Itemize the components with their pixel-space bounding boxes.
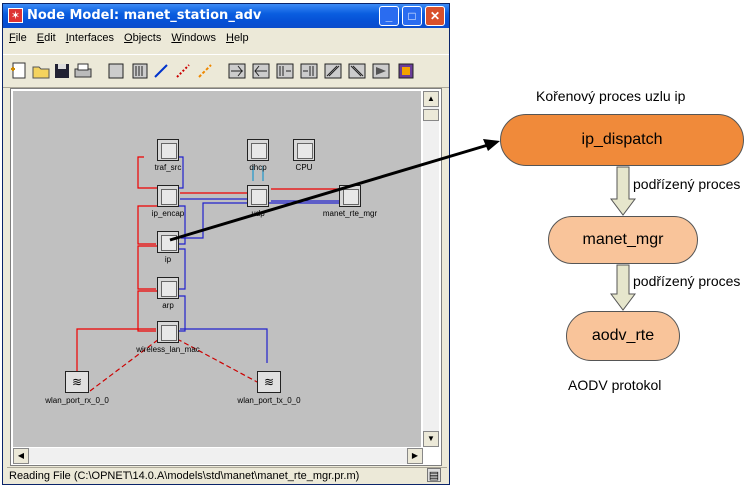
toolbar-icons — [11, 62, 414, 79]
node-model-window: ✶ Node Model: manet_station_adv _ □ ✕ Fi… — [2, 3, 450, 485]
label-wlan-port-rx: wlan_port_rx_0_0 — [45, 396, 109, 405]
window-title: Node Model: manet_station_adv — [27, 8, 262, 23]
scroll-down-arrow-icon[interactable]: ▼ — [423, 431, 439, 447]
menu-interfaces[interactable]: Interfaces — [65, 32, 115, 44]
label-arp: arp — [162, 301, 174, 310]
menu-edit[interactable]: Edit — [36, 32, 56, 44]
horizontal-scrollbar[interactable]: ◀ ▶ — [13, 448, 423, 464]
save-icon — [55, 64, 69, 78]
node-ip-dispatch-label: ip_dispatch — [581, 131, 663, 148]
node-aodv-rte: aodv_rte — [566, 311, 680, 361]
open-icon — [32, 66, 50, 79]
pointer-arrow — [169, 143, 489, 242]
label-traf-src: traf_src — [154, 163, 182, 172]
node-manet-mgr: manet_mgr — [548, 216, 698, 264]
module-ip-encap[interactable] — [157, 185, 179, 207]
module-dhcp[interactable] — [247, 139, 269, 161]
label-wlan-port-tx: wlan_port_tx_0_0 — [237, 396, 301, 405]
node-manet-mgr-label: manet_mgr — [582, 231, 664, 248]
status-log-icon[interactable]: ▤ — [427, 468, 441, 482]
receiver-icon — [252, 63, 270, 79]
module-wireless-lan-mac[interactable] — [157, 321, 179, 343]
label-ip-encap: ip_encap — [151, 209, 185, 218]
label-manet-rte-mgr: manet_rte_mgr — [322, 209, 378, 218]
label-dhcp: dhcp — [249, 163, 267, 172]
receiver-2-icon — [300, 63, 318, 79]
down-arrow-1 — [610, 166, 636, 216]
radio-rx-icon — [348, 63, 366, 79]
menu-bar: File Edit Interfaces Objects Windows Help — [3, 29, 449, 49]
module-traf-src[interactable] — [157, 139, 179, 161]
menu-help[interactable]: Help — [225, 32, 249, 44]
stream-icon — [154, 64, 168, 78]
vertical-scroll-thumb[interactable] — [423, 109, 439, 121]
opnet-app-icon: ✶ — [8, 8, 23, 23]
port-rx-antenna-icon[interactable]: ≋ — [65, 371, 89, 393]
down-arrow-2 — [610, 264, 636, 311]
logical-icon — [198, 64, 212, 78]
statwire-icon — [176, 64, 190, 78]
minimize-button[interactable]: _ — [379, 6, 399, 26]
node-ip-dispatch: ip_dispatch — [500, 114, 744, 166]
antenna-icon — [372, 63, 390, 79]
module-udp[interactable] — [247, 185, 269, 207]
radio-tx-icon — [324, 63, 342, 79]
title-bar[interactable]: ✶ Node Model: manet_station_adv _ □ ✕ — [3, 4, 449, 28]
edge-label-2: podřízený proces — [633, 273, 741, 289]
print-icon — [74, 63, 92, 78]
module-cpu[interactable] — [293, 139, 315, 161]
node-editor-canvas[interactable]: traf_src ip_encap ip arp wireless_lan_ma… — [13, 91, 421, 447]
close-button[interactable]: ✕ — [425, 6, 445, 26]
label-cpu: CPU — [295, 163, 313, 172]
port-tx-antenna-icon[interactable]: ≋ — [257, 371, 281, 393]
transmitter-2-icon — [276, 63, 294, 79]
module-connections — [76, 156, 339, 392]
toolbar — [3, 54, 449, 88]
queue-icon — [132, 63, 148, 79]
vertical-scrollbar[interactable]: ▲ ▼ — [423, 91, 439, 447]
status-bar: Reading File (C:\OPNET\14.0.A\models\std… — [7, 467, 447, 484]
link-icon — [398, 63, 414, 79]
scroll-up-arrow-icon[interactable]: ▲ — [423, 91, 439, 107]
maximize-button[interactable]: □ — [402, 6, 422, 26]
label-ip: ip — [164, 255, 172, 264]
module-arp[interactable] — [157, 277, 179, 299]
processor-icon — [108, 63, 124, 79]
scroll-right-arrow-icon[interactable]: ▶ — [407, 448, 423, 464]
status-text: Reading File (C:\OPNET\14.0.A\models\std… — [9, 470, 360, 482]
menu-objects[interactable]: Objects — [124, 32, 162, 44]
new-icon — [11, 62, 26, 79]
bottom-caption: AODV protokol — [568, 377, 662, 393]
scroll-left-arrow-icon[interactable]: ◀ — [13, 448, 29, 464]
menu-file[interactable]: File — [9, 32, 27, 44]
module-manet-rte-mgr[interactable] — [339, 185, 361, 207]
pointer-arrowhead — [483, 139, 500, 151]
menu-windows[interactable]: Windows — [171, 32, 216, 44]
node-editor-frame: traf_src ip_encap ip arp wireless_lan_ma… — [10, 88, 442, 466]
node-aodv-rte-label: aodv_rte — [591, 327, 655, 344]
transmitter-icon — [228, 63, 246, 79]
root-caption: Kořenový proces uzlu ip — [536, 88, 686, 104]
label-wireless-lan-mac: wireless_lan_mac — [136, 345, 200, 354]
edge-label-1: podřízený proces — [633, 176, 741, 192]
